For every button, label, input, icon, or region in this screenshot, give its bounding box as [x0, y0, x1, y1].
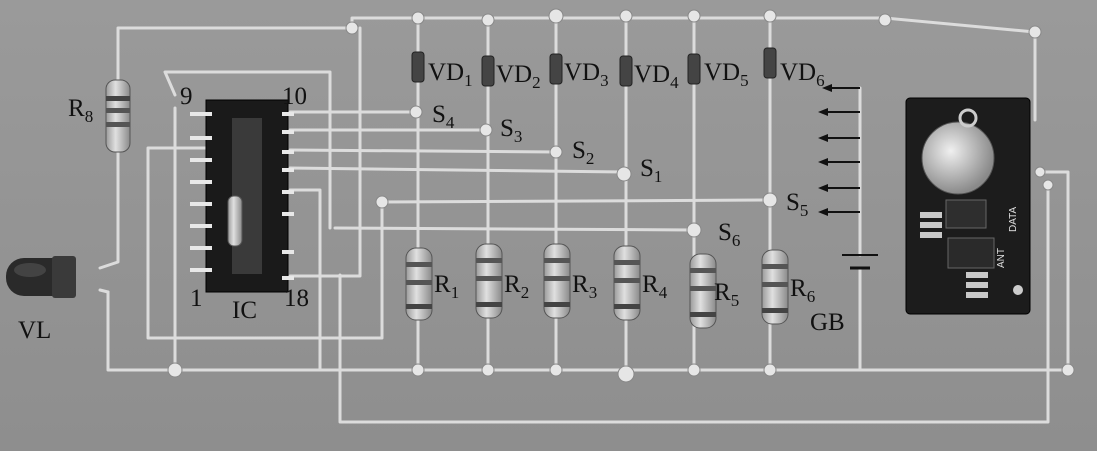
resistor-r1 [405, 247, 433, 321]
resistor-r5 [689, 253, 717, 329]
label-s1: S1 [640, 155, 662, 186]
label-vd1: VD1 [428, 59, 473, 90]
ic-chip [190, 99, 294, 293]
resistor-r4 [613, 245, 641, 321]
label-r5: R5 [714, 279, 739, 310]
label-r3: R3 [572, 271, 597, 302]
label-s5: S5 [786, 189, 808, 220]
label-r8: R8 [68, 95, 93, 126]
labels: R8 VL IC 9 10 1 18 GB S4 S3 S2 S1 S5 S6 … [18, 59, 845, 344]
label-ic: IC [232, 297, 257, 324]
module-ant-label: ANT [996, 248, 1007, 268]
label-gb: GB [810, 309, 845, 336]
resistor-r3 [543, 243, 571, 319]
arrowheads [818, 84, 832, 216]
module-data-label: DATA [1008, 206, 1019, 232]
resistor-r6 [761, 249, 789, 325]
battery-gb [822, 87, 878, 270]
label-vd6: VD6 [780, 59, 825, 90]
label-pin10: 10 [282, 83, 307, 110]
diodes [411, 47, 777, 87]
label-pin1: 1 [190, 285, 203, 312]
label-s2: S2 [572, 137, 594, 168]
label-pin18: 18 [284, 285, 309, 312]
label-pin9: 9 [180, 83, 193, 110]
label-vd2: VD2 [496, 61, 541, 92]
label-s3: S3 [500, 115, 522, 146]
label-r4: R4 [642, 271, 668, 302]
led-vl [6, 256, 76, 298]
label-s4: S4 [432, 101, 455, 132]
rf-module: ANT DATA [905, 97, 1031, 315]
label-s6: S6 [718, 219, 740, 250]
label-vl: VL [18, 317, 51, 344]
resistor-r2 [475, 243, 503, 319]
label-vd4: VD4 [634, 61, 679, 92]
label-vd3: VD3 [564, 59, 609, 90]
label-r2: R2 [504, 271, 529, 302]
resistors-row [405, 243, 789, 329]
solder-joints [167, 8, 1075, 383]
resistor-r8 [105, 79, 131, 153]
label-vd5: VD5 [704, 59, 749, 90]
label-r6: R6 [790, 275, 815, 306]
label-r1: R1 [434, 271, 459, 302]
